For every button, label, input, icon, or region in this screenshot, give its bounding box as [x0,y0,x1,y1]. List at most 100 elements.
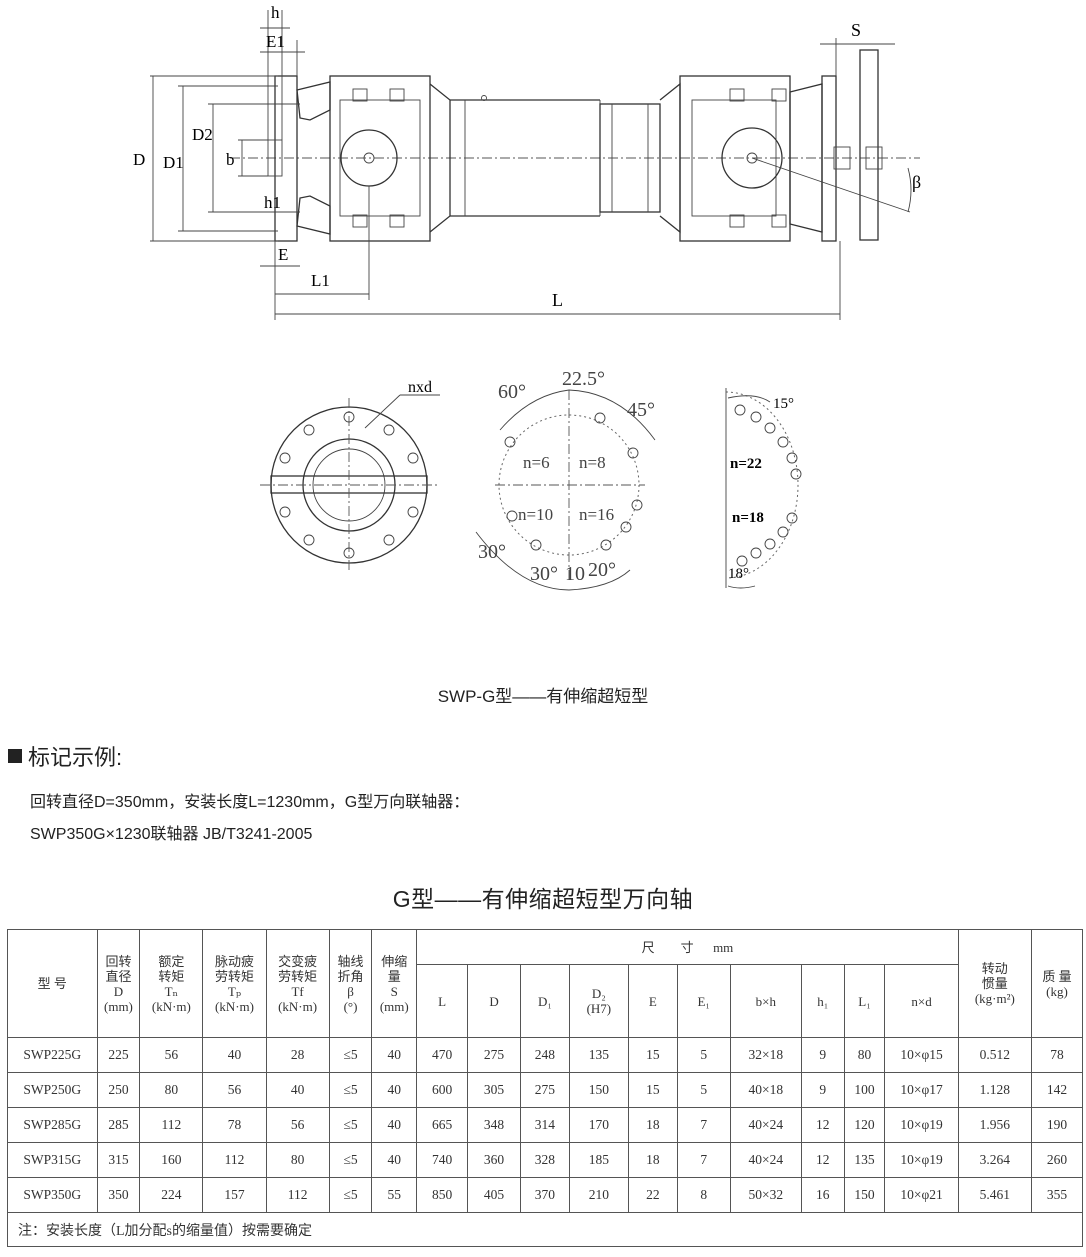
table-cell: 40 [371,1142,418,1178]
table-cell: 0.512 [957,1037,1032,1073]
table-cell: 185 [568,1142,629,1178]
table-cell: 120 [843,1107,886,1143]
table-cell: 9 [800,1072,845,1108]
table-cell: 170 [568,1107,629,1143]
label-L1: L1 [311,271,330,290]
label-E1: E1 [266,32,285,51]
label-S: S [851,20,861,40]
table-note: 注：安装长度（L加分配s的缩量值）按需要确定 [7,1212,1083,1247]
table-cell: 28 [265,1037,330,1073]
label-60deg: 60° [498,381,526,403]
marking-example-title: 标记示例: [28,745,123,770]
col-header-dimensions: 尺 寸 mm [416,929,959,965]
table-cell: 56 [202,1072,267,1108]
table-cell: ≤5 [328,1177,373,1213]
table-cell: 405 [467,1177,521,1213]
table-cell: 470 [416,1037,469,1073]
label-L: L [552,290,563,310]
marking-example-line-2: SWP350G×1230联轴器 JB/T3241-2005 [30,826,313,843]
table-cell: SWP315G [7,1142,98,1178]
table-cell: 150 [843,1177,886,1213]
table-cell: 56 [265,1107,330,1143]
col-header-model: 型 号 [7,929,98,1038]
label-30deg-b: 30° [530,563,558,585]
marking-example-heading: 标记示例: [8,740,122,772]
table-cell: ≤5 [328,1037,373,1073]
col-header-D: 回转 直径 D (mm) [96,929,141,1038]
table-cell: ≤5 [328,1072,373,1108]
table-cell: 275 [467,1037,521,1073]
col-header-h1: h₁ [800,964,845,1038]
label-15deg: 15° [773,396,794,412]
table-cell: 40 [265,1072,330,1108]
table-cell: 40×18 [729,1072,802,1108]
label-20deg: 20° [588,559,616,581]
bullet-square-icon [8,749,22,763]
table-cell: 56 [139,1037,204,1073]
table-cell: 285 [96,1107,141,1143]
col-header-D2: D₂ (H7) [568,964,629,1038]
col-header-inertia: 转动 惯量 (kg·m²) [957,929,1032,1038]
table-cell: 40 [202,1037,267,1073]
table-cell: 40×24 [729,1142,802,1178]
table-cell: 80 [139,1072,204,1108]
table-cell: 1.956 [957,1107,1032,1143]
shaft-side-view-drawing: h E1 D D1 D2 b h1 E L1 L S β [133,3,921,320]
col-header-Tp: 脉动疲 劳转矩 Tₚ (kN·m) [202,929,267,1038]
flange-hole-pattern-drawing: nxd 60° 22.5° 45° n=6 n=8 n=10 n=16 30° … [260,368,802,591]
label-n22: n=22 [730,456,762,472]
col-header-Tn: 额定 转矩 Tₙ (kN·m) [139,929,204,1038]
table-cell: 224 [139,1177,204,1213]
table-cell: ≤5 [328,1107,373,1143]
label-n10: n=10 [518,505,553,524]
table-cell: 40×24 [729,1107,802,1143]
table-cell: 15 [627,1037,678,1073]
table-cell: 5.461 [957,1177,1032,1213]
spec-table: 型 号 回转 直径 D (mm) 额定 转矩 Tₙ (kN·m) 脉动疲 劳转矩… [7,929,1084,1247]
table-cell: 78 [202,1107,267,1143]
table-cell: 360 [467,1142,521,1178]
col-header-Tf: 交变疲 劳转矩 Tf (kN·m) [265,929,330,1038]
table-cell: 328 [520,1142,570,1178]
table-cell: ≤5 [328,1142,373,1178]
col-header-S: 伸缩 量 S (mm) [371,929,418,1038]
table-cell: 10×φ21 [884,1177,959,1213]
table-cell: 40 [371,1037,418,1073]
table-cell: 80 [843,1037,886,1073]
col-header-L: L [416,964,469,1038]
col-header-dim-D: D [467,964,521,1038]
label-n6: n=6 [523,453,550,472]
table-cell: 1.128 [957,1072,1032,1108]
label-D: D [133,150,145,169]
table-cell: 305 [467,1072,521,1108]
table-cell: 600 [416,1072,469,1108]
label-h: h [271,3,280,22]
table-cell: 112 [202,1142,267,1178]
table-cell: 3.264 [957,1142,1032,1178]
table-cell: 142 [1030,1072,1084,1108]
table-cell: 210 [568,1177,629,1213]
table-cell: 260 [1030,1142,1084,1178]
table-cell: 225 [96,1037,141,1073]
table-cell: 10×φ15 [884,1037,959,1073]
label-nxd: nxd [408,379,432,396]
table-cell: 15 [627,1072,678,1108]
col-header-E: E [627,964,678,1038]
table-cell: 10×φ19 [884,1107,959,1143]
table-cell: SWP285G [7,1107,98,1143]
label-D2: D2 [192,125,213,144]
table-cell: 80 [265,1142,330,1178]
marking-example-line-1: 回转直径D=350mm，安装长度L=1230mm，G型万向联轴器： [30,794,470,811]
table-cell: 7 [676,1107,731,1143]
table-cell: 250 [96,1072,141,1108]
col-header-beta: 轴线 折角 β (°) [328,929,373,1038]
table-cell: 100 [843,1072,886,1108]
table-cell: 160 [139,1142,204,1178]
table-cell: 7 [676,1142,731,1178]
table-cell: 55 [371,1177,418,1213]
